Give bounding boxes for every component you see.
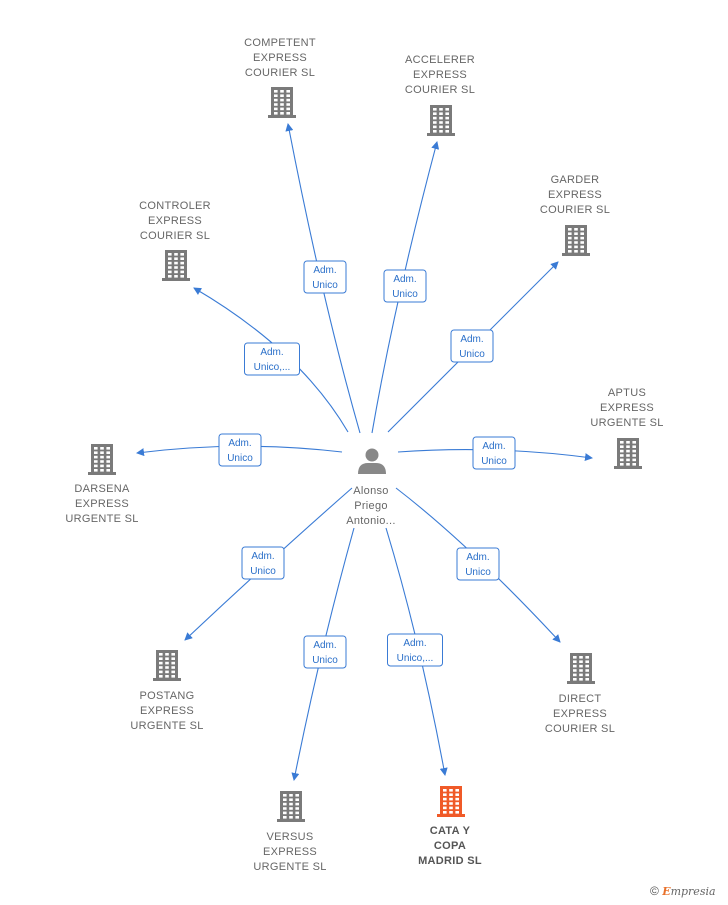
company-node-versus[interactable]: VERSUS EXPRESS URGENTE SL [253,791,326,873]
person-name-line: Antonio... [346,515,395,527]
company-name-line: COURIER SL [540,204,610,216]
edge-label-cata-y-copa: Adm. Unico,... [387,633,443,667]
company-name-line: EXPRESS [148,215,202,227]
edge-label-controler: Adm. Unico,... [244,342,300,376]
edge-label-line: Adm. [460,334,483,345]
company-name-line: DARSENA [74,483,130,495]
edge-label-direct: Adm. Unico [456,547,500,581]
building-icon [153,650,181,681]
company-name-line: COURIER SL [405,84,475,96]
edge-label-line: Unico [312,280,338,291]
edge-label-line: Adm. [482,441,505,452]
person-node[interactable]: AlonsoPriegoAntonio... [346,448,395,528]
edge-label-line: Adm. [393,274,416,285]
edge-label-line: Adm. [313,640,336,651]
building-icon [162,250,190,281]
edge-label-line: Adm. [313,265,336,276]
company-name-line: URGENTE SL [65,513,138,525]
company-node-direct[interactable]: DIRECT EXPRESS COURIER SL [545,653,615,735]
edge-label-line: Unico [312,655,338,666]
company-node-darsena[interactable]: DARSENA EXPRESS URGENTE SL [65,444,138,525]
company-node-garder[interactable]: GARDER EXPRESS COURIER SL [540,174,610,256]
company-name-line: COURIER SL [545,723,615,735]
edge-label-line: Unico,... [397,653,434,664]
company-node-controler[interactable]: CONTROLER EXPRESS COURIER SL [139,200,211,281]
company-name-line: EXPRESS [253,52,307,64]
company-name-line: APTUS [608,387,646,399]
edge-label-aptus: Adm. Unico [472,436,516,470]
brand-logo: Empresia [662,885,716,898]
company-name-line: GARDER [551,174,600,186]
company-node-accelerer[interactable]: ACCELERER EXPRESS COURIER SL [405,54,475,136]
person-name-line: Alonso [353,485,388,497]
edge-label-line: Adm. [228,438,251,449]
building-icon [277,791,305,822]
company-name-line: COURIER SL [140,230,210,242]
company-name-line: COPA [434,840,466,852]
edge-label-line: Unico,... [254,362,291,373]
building-icon [268,87,296,118]
company-name-line: CONTROLER [139,200,211,212]
edge-label-line: Unico [392,289,418,300]
empresia-watermark: © Empresia [650,884,716,898]
company-name-line: EXPRESS [600,402,654,414]
company-name-line: CATA Y [430,825,471,837]
company-node-postang[interactable]: POSTANG EXPRESS URGENTE SL [130,650,203,732]
company-node-cata-y-copa[interactable]: CATA Y COPA MADRID SL [418,786,482,867]
person-name-line: Priego [354,500,388,512]
edge-label-line: Adm. [251,551,274,562]
edge-label-postang: Adm. Unico [241,546,285,580]
company-node-aptus[interactable]: APTUS EXPRESS URGENTE SL [590,387,663,469]
building-icon [567,653,595,684]
edge-label-line: Adm. [403,638,426,649]
company-name-line: EXPRESS [263,846,317,858]
edge-label-line: Unico [481,456,507,467]
company-name-line: COMPETENT [244,37,316,49]
company-name-line: EXPRESS [75,498,129,510]
company-name-line: EXPRESS [140,705,194,717]
company-name-line: DIRECT [559,693,602,705]
company-node-competent[interactable]: COMPETENT EXPRESS COURIER SL [244,37,316,118]
edge-label-line: Unico [227,453,253,464]
building-icon [88,444,116,475]
edge-label-line: Adm. [466,552,489,563]
company-name-line: URGENTE SL [130,720,203,732]
edge-label-accelerer: Adm. Unico [383,269,427,303]
edge-label-line: Unico [465,567,491,578]
company-name-line: EXPRESS [548,189,602,201]
person-icon [358,448,386,474]
edge-label-darsena: Adm. Unico [218,433,262,467]
edge-label-line: Unico [250,566,276,577]
edge-label-versus: Adm. Unico [303,635,347,669]
company-name-line: VERSUS [266,831,313,843]
company-name-line: MADRID SL [418,855,482,867]
company-name-line: COURIER SL [245,67,315,79]
copyright-symbol: © [650,884,659,898]
building-icon [427,105,455,136]
building-icon [562,225,590,256]
edge-label-competent: Adm. Unico [303,260,347,294]
company-name-line: EXPRESS [413,69,467,81]
edge-label-garder: Adm. Unico [450,329,494,363]
building-icon [437,786,465,817]
edge-label-line: Adm. [260,347,283,358]
edge-label-line: Unico [459,349,485,360]
company-name-line: EXPRESS [553,708,607,720]
company-name-line: POSTANG [139,690,194,702]
company-name-line: URGENTE SL [590,417,663,429]
company-name-line: URGENTE SL [253,861,326,873]
company-name-line: ACCELERER [405,54,475,66]
building-icon [614,438,642,469]
